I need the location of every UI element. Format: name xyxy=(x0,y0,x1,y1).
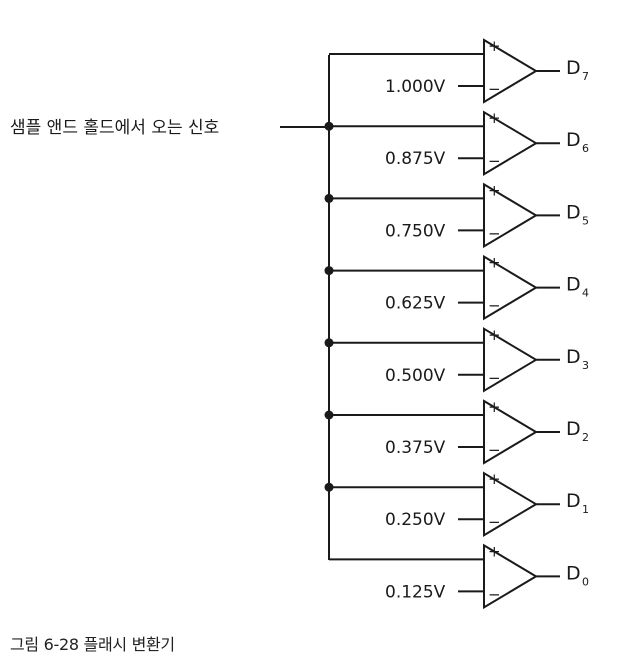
comparator-triangle xyxy=(483,254,538,321)
reference-voltage-label: 0.250V xyxy=(385,510,446,530)
output-label: D xyxy=(566,346,581,368)
plus-sign: + xyxy=(488,254,501,272)
output-subscript: 7 xyxy=(582,70,589,83)
reference-voltage-label: 0.375V xyxy=(385,438,446,458)
reference-voltage-label: 0.500V xyxy=(385,366,446,386)
comparator-triangle xyxy=(483,182,538,249)
plus-sign: + xyxy=(488,109,501,127)
junction-dot xyxy=(324,121,334,131)
output-label: D xyxy=(566,562,581,584)
minus-sign: − xyxy=(488,224,501,242)
reference-voltage-label: 1.000V xyxy=(385,77,446,97)
comparator-triangle xyxy=(483,110,538,176)
junction-dot xyxy=(324,338,334,348)
junction-dot xyxy=(324,193,334,203)
minus-sign: − xyxy=(488,80,501,98)
output-subscript: 4 xyxy=(582,287,589,300)
junction-dot xyxy=(324,266,334,276)
output-subscript: 2 xyxy=(582,431,589,444)
reference-voltage-label: 0.125V xyxy=(385,582,446,602)
minus-sign: − xyxy=(488,513,501,531)
comparator-triangle xyxy=(483,543,538,610)
output-label: D xyxy=(566,57,581,79)
output-label: D xyxy=(566,201,581,223)
plus-sign: + xyxy=(488,470,501,488)
minus-sign: − xyxy=(488,152,501,170)
output-label: D xyxy=(566,490,581,512)
output-subscript: 1 xyxy=(582,503,589,516)
reference-voltage-label: 0.750V xyxy=(385,221,446,241)
comparator-triangle xyxy=(483,38,538,104)
figure-caption: 그림 6-28 플래시 변환기 xyxy=(10,635,175,654)
reference-voltage-label: 0.625V xyxy=(385,294,446,314)
plus-sign: + xyxy=(488,398,501,416)
output-label: D xyxy=(566,418,581,440)
comparator-triangle xyxy=(483,327,538,393)
junction-dot xyxy=(324,410,334,420)
plus-sign: + xyxy=(488,181,501,199)
output-subscript: 3 xyxy=(582,359,589,372)
minus-sign: − xyxy=(488,585,501,603)
input-signal-label: 샘플 앤드 홀드에서 오는 신호 xyxy=(10,118,219,138)
plus-sign: + xyxy=(488,37,501,55)
plus-sign: + xyxy=(488,326,501,344)
comparator-triangle xyxy=(483,399,538,465)
output-subscript: 0 xyxy=(582,575,589,588)
minus-sign: − xyxy=(488,441,501,459)
output-label: D xyxy=(566,129,581,151)
minus-sign: − xyxy=(488,297,501,315)
minus-sign: − xyxy=(488,369,501,387)
output-label: D xyxy=(566,274,581,296)
reference-voltage-label: 0.875V xyxy=(385,149,446,169)
output-subscript: 5 xyxy=(582,214,589,227)
plus-sign: + xyxy=(488,542,501,560)
comparator-triangle xyxy=(483,471,538,537)
output-subscript: 6 xyxy=(582,142,589,155)
input-wiring xyxy=(280,55,330,560)
junction-dot xyxy=(324,482,334,492)
